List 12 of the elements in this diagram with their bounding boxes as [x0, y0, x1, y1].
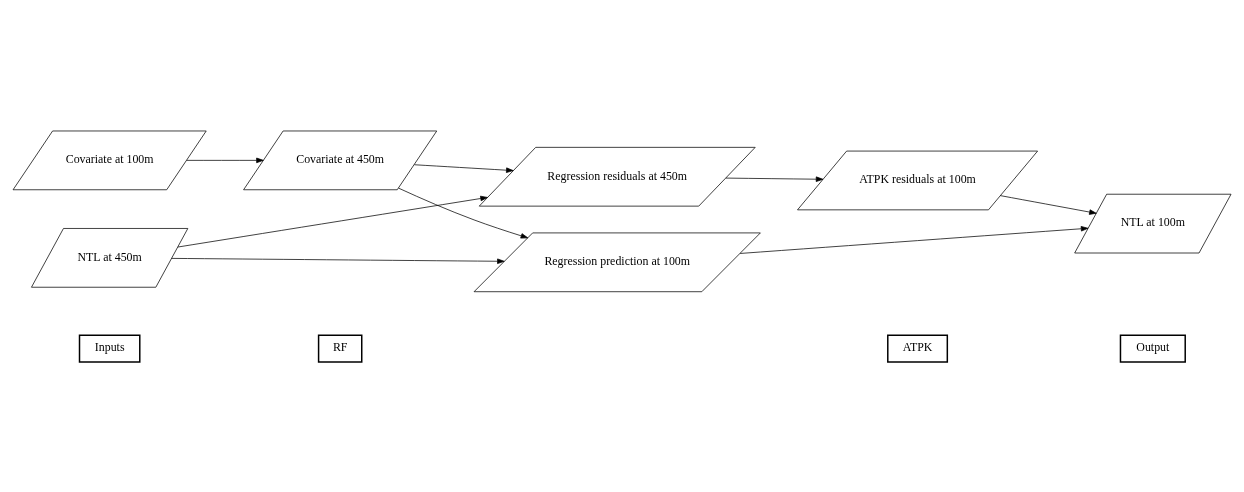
arrow — [398, 187, 529, 238]
node-box: Inputs — [78, 334, 141, 363]
node-box: ATPK — [887, 334, 949, 363]
arrow — [725, 176, 824, 182]
arrow — [739, 225, 1089, 254]
arrow — [177, 195, 488, 247]
node-box: Output — [1119, 334, 1186, 363]
arrow — [414, 163, 514, 173]
arrow — [171, 257, 505, 264]
node-box: RF — [317, 334, 363, 363]
arrow — [1000, 194, 1097, 215]
arrow — [186, 157, 264, 163]
